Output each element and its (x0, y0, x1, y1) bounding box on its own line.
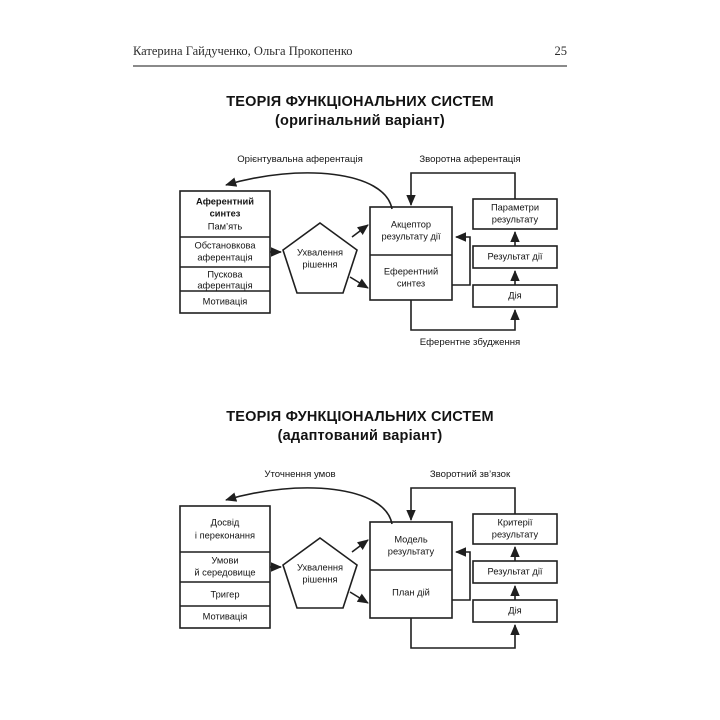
running-head: Катерина Гайдученко, Ольга Прокопенко 25 (133, 44, 567, 64)
d2-center-top-line1: Модель (394, 534, 428, 544)
d1-label-top-left: Орієнтувальна аферентація (237, 154, 363, 165)
d1-center-bottom-line1: Еферентний (384, 266, 438, 276)
d1-left-row-0-line1: Аферентний (196, 196, 254, 206)
d2-left-row-0-line1: Досвід (211, 517, 240, 527)
running-head-authors: Катерина Гайдученко, Ольга Прокопенко (133, 44, 353, 58)
d2-right-row-0-line1: Критерії (498, 517, 533, 527)
d1-left-row-0-line2: синтез (210, 208, 241, 218)
diagram-2-functional-systems-adapted: Досвід і переконання Умови й середовище … (0, 460, 720, 675)
diagram-2-title: ТЕОРІЯ ФУНКЦІОНАЛЬНИХ СИСТЕМ (адаптовани… (0, 409, 720, 444)
d1-decision-line1: Ухвалення (297, 247, 343, 257)
diagram-1-title-line1: ТЕОРІЯ ФУНКЦІОНАЛЬНИХ СИСТЕМ (226, 94, 494, 110)
diagram-1-title: ТЕОРІЯ ФУНКЦІОНАЛЬНИХ СИСТЕМ (оригінальн… (0, 94, 720, 129)
d2-center-bottom-line1: План дій (392, 587, 430, 597)
d2-label-top-right: Зворотний зв’язок (430, 469, 511, 480)
d2-left-row-0-line2: і переконання (195, 530, 255, 540)
d1-label-top-right: Зворотна аферентація (419, 154, 520, 165)
d1-right-row-2-line1: Дія (508, 290, 521, 300)
d1-left-row-0-line3: Пам’ять (208, 221, 243, 231)
d2-left-row-1-line1: Умови (211, 555, 238, 565)
d1-left-row-3-line1: Мотивація (203, 296, 248, 306)
d1-center-top-line2: результату дії (381, 231, 440, 241)
d1-decision-line2: рішення (302, 259, 337, 269)
d2-left-stack: Досвід і переконання Умови й середовище … (179, 505, 271, 629)
d2-decision-line1: Ухвалення (297, 562, 343, 572)
d2-right-row-2-line1: Дія (508, 605, 521, 615)
page-number: 25 (554, 44, 568, 58)
d1-left-stack: Аферентний синтез Пам’ять Обстановкова а… (179, 190, 271, 314)
d2-right-row-1-line1: Результат дії (488, 566, 543, 576)
d1-left-row-1-line1: Обстановкова (194, 240, 256, 250)
d2-right-stack: Критерії результату Результат дії Дія (472, 513, 558, 623)
d1-connectors (225, 172, 520, 331)
d1-right-stack: Параметри результату Результат дії Дія (472, 198, 558, 308)
d2-label-top-left: Уточнення умов (264, 469, 335, 480)
diagram-2-title-line2: (адаптований варіант) (277, 428, 443, 444)
diagram-1-title-line2: (оригінальний варіант) (275, 113, 445, 129)
d2-center-top-line2: результату (388, 546, 435, 556)
d1-right-row-0-line1: Параметри (491, 202, 539, 212)
d2-left-row-2-line1: Тригер (210, 589, 239, 599)
d1-label-bottom: Еферентне збудження (420, 337, 521, 348)
d1-decision-pentagon: Ухвалення рішення (282, 222, 358, 294)
d2-decision-pentagon: Ухвалення рішення (282, 537, 358, 609)
running-head-rule (133, 65, 567, 67)
d1-right-row-1-line1: Результат дії (488, 251, 543, 261)
d2-connectors (225, 487, 520, 649)
d1-center-bottom-line2: синтез (397, 278, 425, 288)
d2-center-box: Модель результату План дій (369, 521, 453, 619)
d2-right-row-0-line2: результату (492, 529, 539, 539)
d1-right-row-0-line2: результату (492, 214, 539, 224)
d1-left-row-1-line2: аферентація (197, 252, 252, 262)
diagram-1-functional-systems-original: Аферентний синтез Пам’ять Обстановкова а… (0, 145, 720, 360)
d1-left-row-2-line1: Пускова (207, 269, 243, 279)
d1-center-top-line1: Акцептор (391, 219, 431, 229)
d2-left-row-1-line2: й середовище (194, 567, 255, 577)
d1-left-row-2-line2: аферентація (197, 280, 252, 290)
d2-decision-line2: рішення (302, 574, 337, 584)
d1-center-box: Акцептор результату дії Еферентний синте… (369, 206, 453, 301)
d2-left-row-3-line1: Мотивація (203, 611, 248, 621)
diagram-2-title-line1: ТЕОРІЯ ФУНКЦІОНАЛЬНИХ СИСТЕМ (226, 409, 494, 425)
